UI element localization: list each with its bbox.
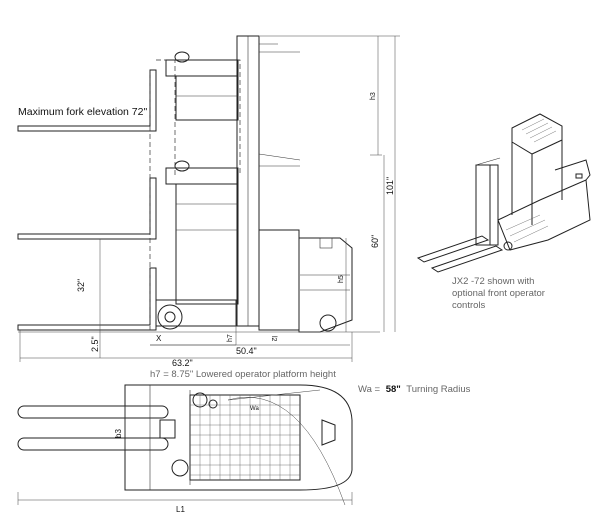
h3-label: h3	[370, 92, 377, 100]
fork-height-label: 32"	[76, 279, 86, 292]
h5-label: h5	[338, 275, 345, 283]
chassis-top	[124, 384, 353, 491]
l2-label: l2	[270, 336, 277, 342]
x-label: X	[156, 334, 162, 343]
fork-raised	[17, 69, 157, 132]
iso-caption-line3: controls	[452, 300, 486, 311]
overall-height-label: 101"	[385, 177, 395, 195]
load-wheel	[157, 304, 183, 330]
fork-middle	[17, 177, 157, 240]
h7-note: h7 = 8.75" Lowered operator platform hei…	[150, 369, 336, 380]
length-504-label: 50.4"	[236, 346, 257, 356]
side-view: Maximum fork elevation 72" h3 101" 60" h…	[17, 35, 400, 368]
fork-lowered	[17, 267, 157, 331]
mid-height-label: 60"	[370, 235, 380, 248]
h7-label: h7	[227, 334, 234, 342]
b3-label: b3	[114, 429, 123, 438]
svg-text:Wa = 58" Turning R: Wa = 58" Turning Radius	[358, 384, 471, 395]
drive-wheel	[319, 314, 337, 332]
steering-head	[321, 419, 336, 446]
turning-radius-note: Wa = 58" Turning Radius	[358, 384, 471, 395]
fork-top-upper	[17, 405, 169, 419]
operator-cage-lowered	[165, 160, 239, 305]
isometric-view: JX2 -72 shown with optional front operat…	[416, 113, 591, 311]
iso-caption-line1: JX2 -72 shown with	[452, 276, 534, 287]
l1-label: L1	[176, 505, 185, 514]
load-wheel-top	[171, 459, 189, 477]
platform-grid	[189, 394, 301, 481]
iso-caption-line2: optional front operator	[452, 288, 545, 299]
operator-cage-raised	[165, 51, 239, 121]
fork-low-label: 2.5"	[90, 336, 100, 352]
iso-mast	[475, 164, 491, 246]
caster-top	[192, 392, 208, 408]
turning-radius-arc	[227, 396, 346, 506]
iso-cage-top	[511, 113, 563, 155]
fork-top-lower	[17, 437, 169, 451]
raised-mast-outline	[156, 59, 241, 175]
max-fork-elevation-label: Maximum fork elevation 72"	[18, 106, 147, 118]
length-632-label: 63.2"	[172, 358, 193, 368]
wa-small-label: Wa	[250, 406, 259, 412]
mast	[236, 35, 301, 327]
top-view: b3 L1 Wa	[17, 384, 353, 514]
dimension-lines	[19, 35, 400, 362]
